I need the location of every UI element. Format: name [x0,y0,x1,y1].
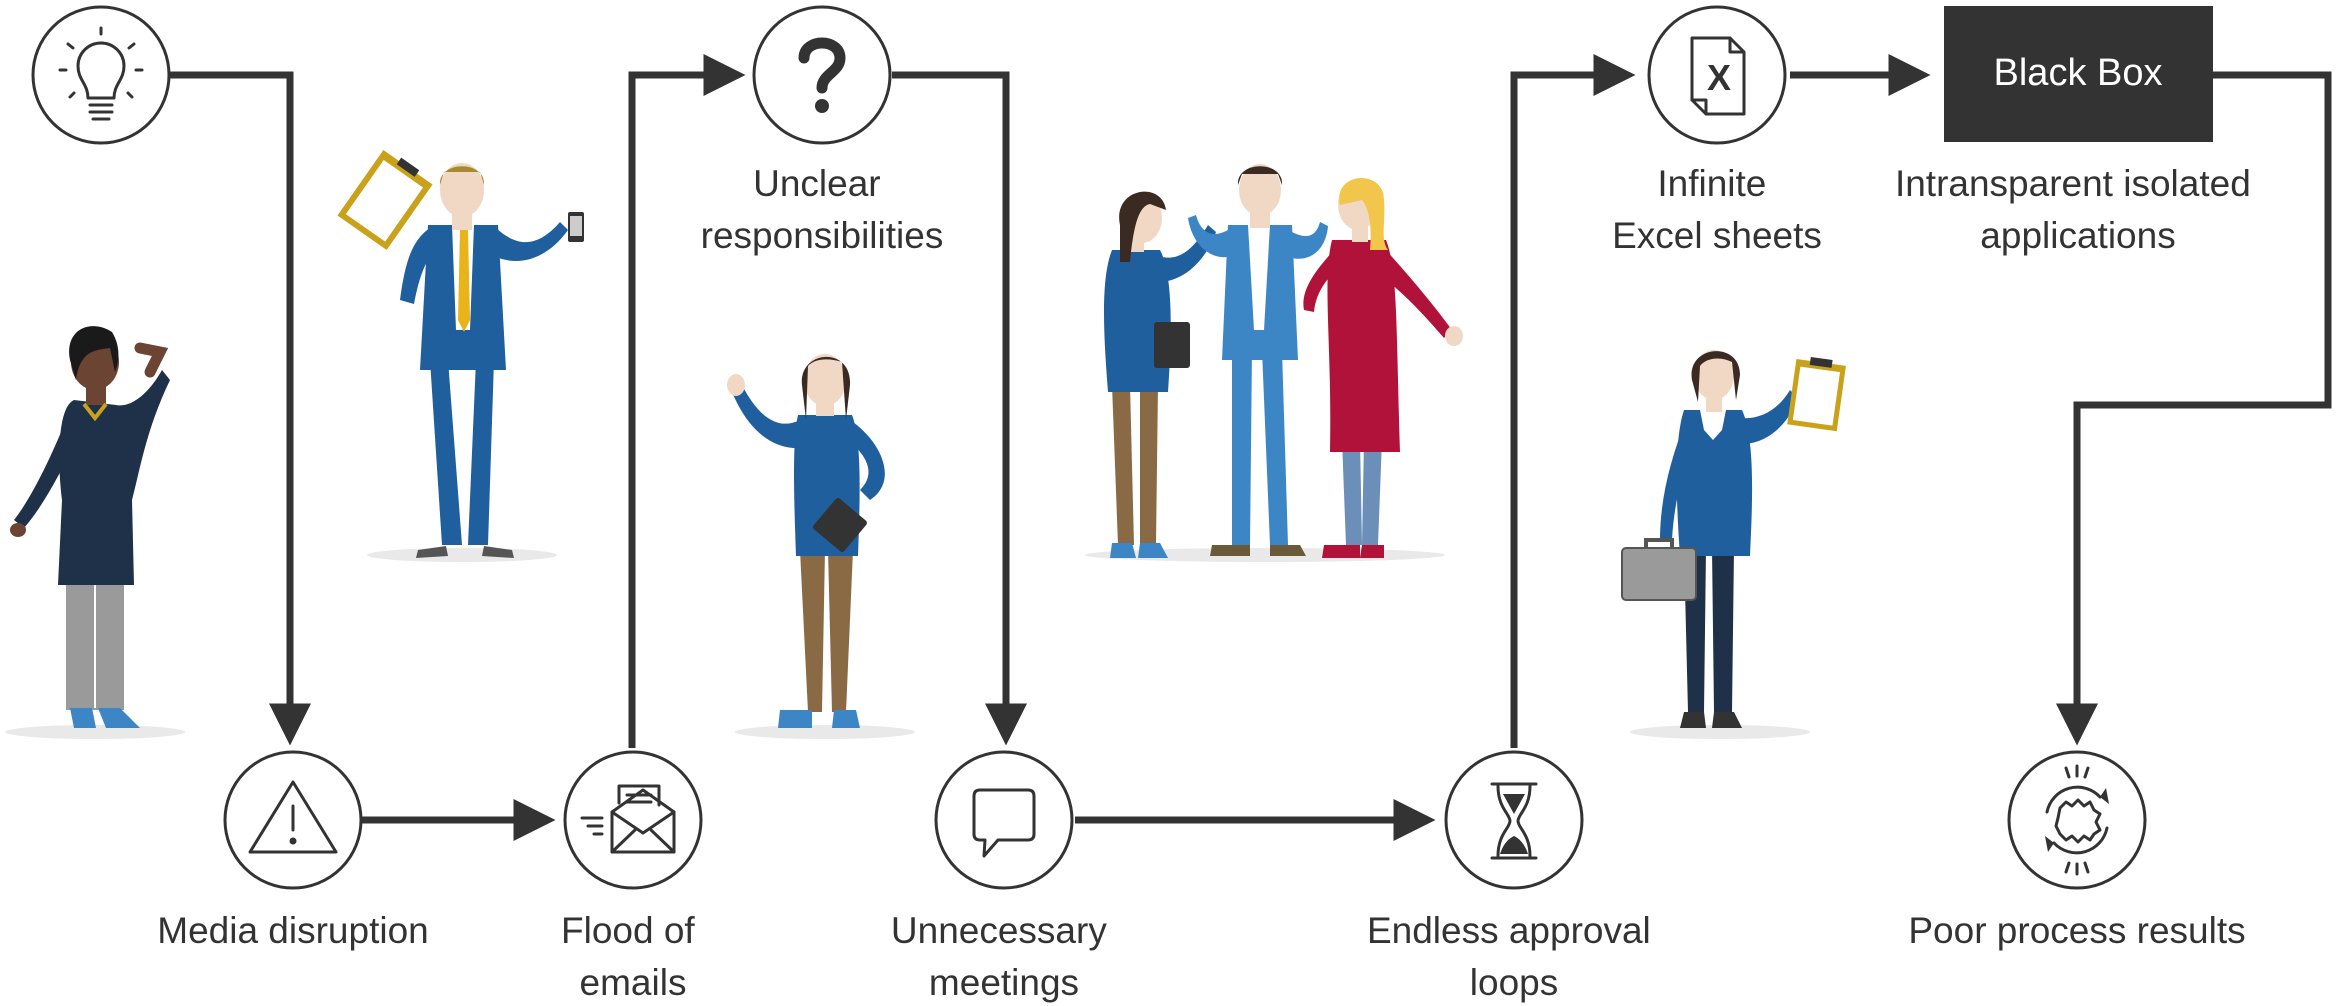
node-circle [1444,750,1584,890]
person-woman-with-briefcase [1621,350,1846,739]
step-idea [31,5,171,145]
step-unnecessary-meetings: Unnecessary meetings [891,750,1117,1003]
hourglass-icon [1490,782,1538,860]
connector-emails-to-responsibilities [628,54,746,748]
flow-connectors [170,54,2332,841]
connector-idea-to-media [170,71,311,746]
label-intransparent-applications: Intransparent isolated applications [1895,163,2261,256]
warning-icon [248,780,338,854]
connector-approval-to-excel [1510,54,1636,748]
label-infinite-excel-sheets: Infinite Excel sheets [1612,163,1822,256]
excel-sheet-icon: X [1690,36,1746,116]
step-endless-approval-loops: Endless approval loops [1367,750,1661,1003]
node-circle [2007,750,2147,890]
connector-blackbox-to-results [2056,71,2332,746]
label-flood-of-emails: Flood of emails [561,910,705,1003]
connector-responsibilities-to-meetings [892,71,1027,746]
person-worried-woman [5,326,185,739]
step-poor-process-results: Poor process results [1908,750,2246,951]
node-circle [563,750,703,890]
step-media-disruption: Media disruption [157,750,429,951]
person-woman-with-tablet [727,354,915,739]
node-circle [934,750,1074,890]
node-circle [1647,5,1787,145]
speech-bubble-icon [972,788,1036,858]
step-flood-of-emails: Flood of emails [561,750,705,1003]
question-mark-icon [798,37,846,113]
person-group-of-three [1085,164,1463,562]
black-box [1944,6,2213,142]
black-box-title: Black Box [1994,52,2163,94]
gears-icon [2045,764,2109,876]
lightbulb-icon [58,26,144,121]
svg-text:X: X [1707,57,1731,98]
envelope-icon [580,784,676,854]
step-infinite-excel-sheets: X Infinite Excel sheets [1612,5,1822,256]
step-black-box: Black Box Intransparent isolated applica… [1895,6,2261,256]
label-unnecessary-meetings: Unnecessary meetings [891,910,1117,1003]
label-unclear-responsibilities: Unclear responsibilities [701,163,944,256]
label-media-disruption: Media disruption [157,910,428,951]
label-poor-process-results: Poor process results [1908,910,2245,951]
person-man-with-clipboard [337,150,584,562]
label-endless-approval-loops: Endless approval loops [1367,910,1661,1003]
node-circle [31,5,171,145]
step-unclear-responsibilities: Unclear responsibilities [701,5,944,256]
